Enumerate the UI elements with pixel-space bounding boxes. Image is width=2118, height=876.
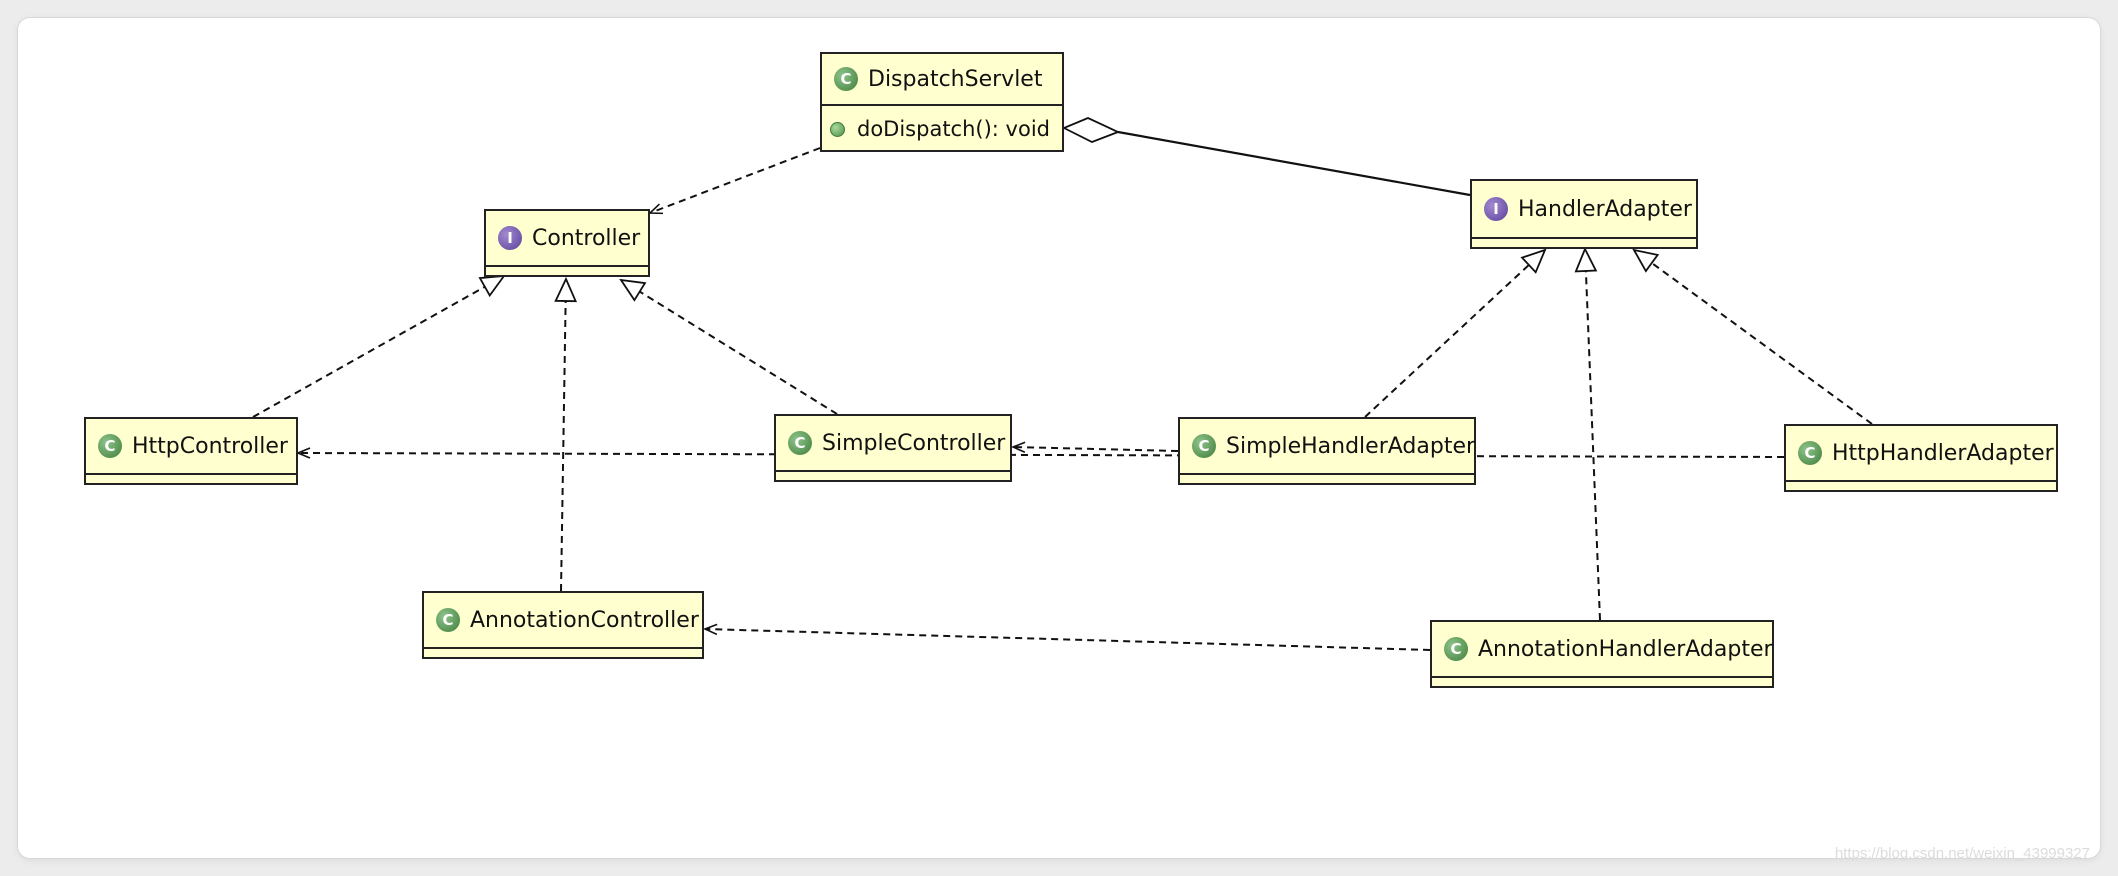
diagram-canvas <box>18 18 2100 858</box>
class-dispatch-servlet[interactable]: C DispatchServlet doDispatch(): void <box>820 52 1064 152</box>
class-simple-controller[interactable]: C SimpleController <box>774 414 1012 482</box>
compartment-divider <box>486 265 648 271</box>
class-name: HandlerAdapter <box>1518 196 1692 222</box>
class-header: C SimpleController <box>776 416 1010 470</box>
interface-controller[interactable]: I Controller <box>484 209 650 277</box>
watermark: https://blog.csdn.net/weixin_43999327 <box>1834 845 2090 862</box>
class-icon: C <box>98 434 122 458</box>
method-signature: doDispatch(): void <box>857 117 1050 141</box>
class-icon: C <box>1192 434 1216 458</box>
class-name: HttpController <box>132 433 288 459</box>
class-header: C AnnotationController <box>424 593 702 647</box>
class-header: I Controller <box>486 211 648 265</box>
class-icon: C <box>1798 441 1822 465</box>
interface-icon: I <box>498 226 522 250</box>
class-header: C AnnotationHandlerAdapter <box>1432 622 1773 676</box>
class-name: AnnotationController <box>470 607 699 633</box>
class-annotation-handler-adapter[interactable]: C AnnotationHandlerAdapter <box>1430 620 1774 688</box>
interface-handler-adapter[interactable]: I HandlerAdapter <box>1470 179 1698 249</box>
class-name: HttpHandlerAdapter <box>1832 440 2054 466</box>
class-icon: C <box>1444 637 1468 661</box>
class-header: C DispatchServlet <box>822 54 1062 104</box>
interface-icon: I <box>1484 197 1508 221</box>
class-annotation-controller[interactable]: C AnnotationController <box>422 591 704 659</box>
class-header: C HttpHandlerAdapter <box>1786 426 2056 480</box>
method-row: doDispatch(): void <box>822 117 1058 141</box>
class-icon: C <box>436 608 460 632</box>
class-simple-handler-adapter[interactable]: C SimpleHandlerAdapter <box>1178 417 1476 485</box>
class-name: Controller <box>532 225 641 251</box>
compartment-divider <box>1786 480 2056 486</box>
compartment-divider <box>424 647 702 653</box>
class-header: C HttpController <box>86 419 296 473</box>
class-header: C SimpleHandlerAdapter <box>1180 419 1476 473</box>
class-http-handler-adapter[interactable]: C HttpHandlerAdapter <box>1784 424 2058 492</box>
compartment-divider <box>86 473 296 479</box>
public-method-icon <box>830 121 845 137</box>
compartment-divider <box>776 470 1010 476</box>
class-icon: C <box>788 431 812 455</box>
compartment-divider <box>1432 676 1772 682</box>
compartment-divider <box>1180 473 1474 479</box>
class-name: DispatchServlet <box>868 66 1043 92</box>
class-name: SimpleHandlerAdapter <box>1226 433 1476 459</box>
class-http-controller[interactable]: C HttpController <box>84 417 298 485</box>
class-name: SimpleController <box>822 430 1006 456</box>
methods-compartment: doDispatch(): void <box>822 104 1062 152</box>
compartment-divider <box>1472 237 1696 243</box>
class-header: I HandlerAdapter <box>1472 181 1696 237</box>
class-name: AnnotationHandlerAdapter <box>1478 636 1773 662</box>
class-icon: C <box>834 67 858 91</box>
